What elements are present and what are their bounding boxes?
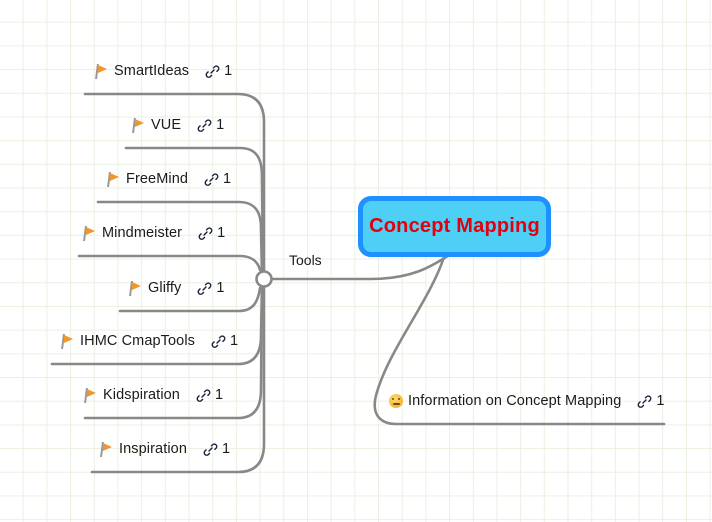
edge-vue: [124, 146, 265, 274]
leaf-node-freemind[interactable]: FreeMind 1: [107, 168, 231, 190]
link-icon: [197, 118, 212, 132]
central-node[interactable]: Concept Mapping: [358, 196, 551, 257]
leaf-label: FreeMind: [126, 171, 189, 187]
edge-freemind: [96, 200, 264, 274]
leaf-node-ihmc-cmaptools[interactable]: IHMC CmapTools 1: [61, 330, 238, 352]
link-badge[interactable]: 1: [204, 171, 231, 187]
flag-icon: [95, 63, 109, 79]
flag-icon: [129, 280, 143, 296]
collapse-toggle-circle[interactable]: [255, 270, 273, 288]
leaf-label: Information on Concept Mapping: [408, 393, 622, 409]
link-count: 1: [217, 225, 226, 241]
edge-mindmeister: [77, 254, 262, 272]
edge-inspiration: [90, 286, 266, 474]
link-icon: [211, 334, 226, 348]
link-icon: [198, 226, 213, 240]
leaf-label: Kidspiration: [103, 387, 180, 403]
link-badge[interactable]: 1: [197, 117, 224, 133]
link-badge[interactable]: 1: [211, 333, 238, 349]
link-count: 1: [222, 441, 231, 457]
edge-kidspiration: [83, 286, 264, 420]
link-icon: [196, 388, 211, 402]
link-count: 1: [216, 117, 225, 133]
edge-ihmc: [50, 286, 264, 366]
link-badge[interactable]: 1: [197, 280, 224, 296]
link-count: 1: [214, 387, 224, 403]
flag-icon: [132, 117, 146, 133]
leaf-node-smartideas[interactable]: SmartIdeas 1: [95, 60, 232, 82]
leaf-label: SmartIdeas: [114, 63, 190, 79]
neutral-face-icon: [389, 394, 403, 408]
link-badge[interactable]: 1: [205, 63, 232, 79]
edge-center-to-information: [373, 255, 666, 426]
leaf-label: Inspiration: [119, 441, 187, 457]
link-badge[interactable]: 1: [198, 225, 225, 241]
link-count: 1: [230, 333, 239, 349]
edge-gliffy: [118, 286, 262, 313]
link-count: 1: [216, 280, 225, 296]
leaf-node-kidspiration[interactable]: Kidspiration 1: [84, 384, 223, 406]
flag-icon: [61, 333, 75, 349]
link-count: 1: [656, 393, 665, 409]
link-badge[interactable]: 1: [196, 387, 223, 403]
leaf-node-inspiration[interactable]: Inspiration 1: [100, 438, 230, 460]
flag-icon: [107, 171, 121, 187]
flag-icon: [84, 387, 98, 403]
link-icon: [204, 172, 219, 186]
link-icon: [205, 64, 220, 78]
flag-icon: [83, 225, 97, 241]
leaf-label: Mindmeister: [102, 225, 183, 241]
link-icon: [203, 442, 218, 456]
leaf-label: IHMC CmapTools: [80, 333, 196, 349]
leaf-node-mindmeister[interactable]: Mindmeister 1: [83, 222, 225, 244]
link-icon: [638, 394, 652, 408]
flag-icon: [100, 441, 114, 457]
branch-label-tools: Tools: [289, 252, 322, 268]
leaf-label: Gliffy: [148, 280, 182, 296]
edge-smartideas: [83, 92, 266, 274]
link-count: 1: [224, 63, 233, 79]
link-badge[interactable]: 1: [203, 441, 230, 457]
leaf-node-vue[interactable]: VUE 1: [132, 114, 224, 136]
central-node-label: Concept Mapping: [369, 215, 540, 237]
leaf-node-information-on-concept-mapping[interactable]: Information on Concept Mapping 1: [389, 390, 664, 412]
link-badge[interactable]: 1: [637, 393, 664, 409]
link-count: 1: [223, 171, 232, 187]
link-icon: [198, 281, 212, 295]
leaf-label: VUE: [151, 117, 182, 133]
leaf-node-gliffy[interactable]: Gliffy 1: [129, 277, 224, 299]
